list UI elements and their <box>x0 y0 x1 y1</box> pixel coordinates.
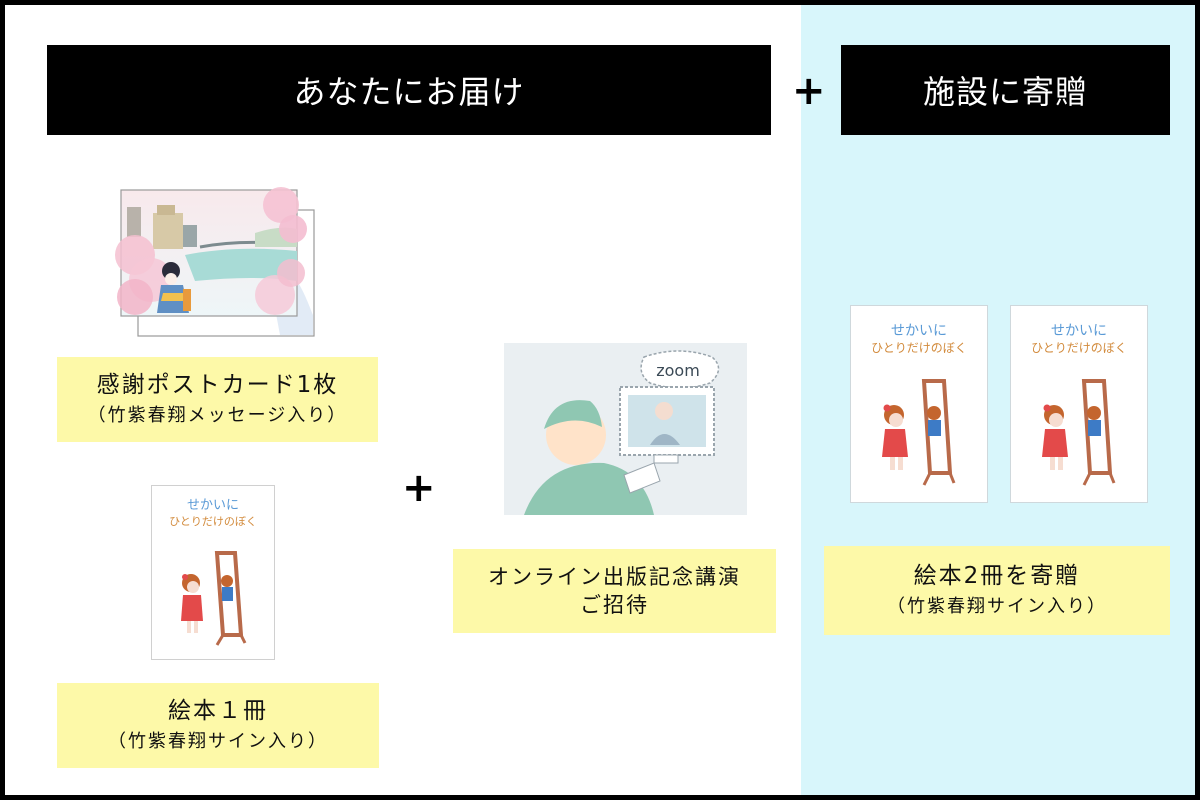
book-cover-title-2: ひとりだけのぼく <box>169 515 257 528</box>
picture-book-cover: せかいに ひとりだけのぼく <box>151 485 275 660</box>
donated-book-1-title-2: ひとりだけのぼく <box>871 341 967 355</box>
postcard-label: 感謝ポストカード1枚 （竹紫春翔メッセージ入り） <box>57 357 378 442</box>
online-lecture-label: オンライン出版記念講演 ご招待 <box>453 549 776 633</box>
donation-label: 絵本2冊を寄贈 （竹紫春翔サイン入り） <box>824 546 1170 635</box>
donation-title: 絵本2冊を寄贈 <box>913 563 1081 590</box>
donated-book-cover-1: せかいに ひとりだけのぼく <box>850 305 988 503</box>
postcard-note: （竹紫春翔メッセージ入り） <box>87 404 348 426</box>
donated-book-2-title-2: ひとりだけのぼく <box>1031 341 1127 355</box>
single-book-note: （竹紫春翔サイン入り） <box>108 730 328 752</box>
book-cover-title-1: せかいに <box>187 498 239 513</box>
zoom-bubble-text: zoom <box>656 361 700 380</box>
left-header: あなたにお届け <box>47 45 771 135</box>
right-header-title: 施設に寄贈 <box>922 73 1088 111</box>
donated-book-2-title-1: せかいに <box>1051 323 1107 339</box>
postcard-title: 感謝ポストカード1枚 <box>96 372 339 399</box>
middle-plus-sign: + <box>402 465 436 511</box>
single-book-title: 絵本１冊 <box>168 698 268 725</box>
donated-book-1-title-1: せかいに <box>891 323 947 339</box>
right-header: 施設に寄贈 <box>841 45 1170 135</box>
online-lecture-title-line1: オンライン出版記念講演 <box>488 564 741 589</box>
postcard-illustration <box>115 187 315 337</box>
left-header-title: あなたにお届け <box>293 73 525 111</box>
donation-note: （竹紫春翔サイン入り） <box>887 595 1107 617</box>
donated-book-cover-2: せかいに ひとりだけのぼく <box>1010 305 1148 503</box>
online-lecture-title-line2: ご招待 <box>580 593 649 617</box>
online-lecture-illustration: zoom <box>504 343 747 515</box>
single-book-label: 絵本１冊 （竹紫春翔サイン入り） <box>57 683 379 768</box>
header-plus-sign: + <box>792 68 826 114</box>
